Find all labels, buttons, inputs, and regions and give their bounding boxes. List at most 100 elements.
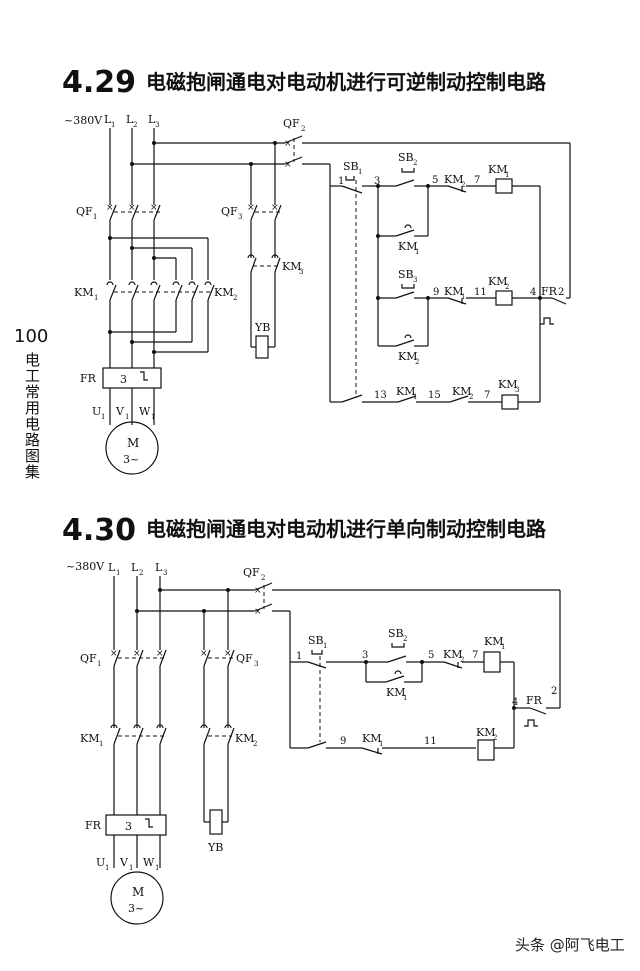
svg-text:2: 2 [253, 740, 257, 748]
svg-text:L: L [126, 113, 134, 126]
svg-text:KM: KM [444, 285, 463, 298]
svg-text:U: U [92, 405, 101, 418]
svg-text:KM: KM [498, 378, 517, 391]
svg-text:4: 4 [512, 697, 518, 708]
yb-brake-coil: YB [250, 318, 276, 359]
fr-thermal-relay: FR 3 [80, 367, 162, 389]
svg-text:YB: YB [207, 841, 223, 854]
svg-text:KM: KM [484, 635, 503, 648]
svg-text:×: × [224, 649, 232, 659]
svg-text:3~: 3~ [128, 902, 144, 915]
svg-text:1: 1 [97, 660, 101, 668]
svg-text:SB: SB [308, 634, 324, 647]
figure-title: 电磁抱闸通电对电动机进行可逆制动控制电路 [146, 70, 547, 94]
svg-text:5: 5 [428, 650, 434, 661]
svg-text:KM: KM [214, 286, 233, 299]
svg-text:FR: FR [85, 819, 102, 832]
svg-text:2: 2 [261, 574, 265, 582]
svg-text:2: 2 [505, 283, 509, 291]
svg-text:2: 2 [461, 181, 465, 189]
svg-text:L: L [155, 561, 163, 574]
qf2-breaker: QF 2 × × [283, 117, 570, 170]
svg-text:×: × [284, 160, 292, 170]
svg-text:1: 1 [129, 864, 133, 872]
figure-number: 4.30 [62, 513, 136, 548]
supply-label: ~380V [66, 560, 105, 573]
svg-text:1: 1 [505, 171, 509, 179]
svg-text:1: 1 [379, 740, 383, 748]
svg-text:W: W [143, 856, 155, 869]
svg-text:SB: SB [398, 151, 414, 164]
svg-text:9: 9 [433, 287, 439, 298]
svg-text:U: U [96, 856, 105, 869]
svg-text:×: × [150, 203, 158, 213]
svg-text:7: 7 [474, 175, 480, 186]
svg-text:3: 3 [125, 820, 132, 833]
svg-text:2: 2 [133, 121, 137, 129]
svg-text:KM: KM [452, 385, 471, 398]
svg-text:W: W [139, 405, 151, 418]
svg-text:2: 2 [403, 635, 407, 643]
svg-text:×: × [200, 649, 208, 659]
svg-text:L: L [131, 561, 139, 574]
book-side-title: 电工常用电路图集 [23, 352, 41, 480]
control-taps [135, 588, 255, 650]
page-number: 100 [14, 326, 49, 347]
control-taps [130, 141, 285, 205]
supply-label: ~380V [64, 114, 103, 127]
svg-text:×: × [106, 203, 114, 213]
svg-text:2: 2 [413, 159, 417, 167]
svg-text:3: 3 [254, 660, 258, 668]
svg-text:KM: KM [386, 686, 405, 699]
svg-text:2: 2 [558, 287, 564, 298]
svg-text:KM: KM [488, 275, 507, 288]
svg-text:1: 1 [501, 643, 505, 651]
yb-brake-coil: YB [204, 809, 228, 854]
svg-text:1: 1 [323, 642, 327, 650]
svg-text:KM: KM [443, 648, 462, 661]
svg-text:1: 1 [151, 413, 155, 421]
svg-text:YB: YB [254, 321, 270, 334]
svg-text:1: 1 [461, 293, 465, 301]
svg-text:M: M [127, 436, 139, 450]
svg-text:L: L [108, 561, 116, 574]
svg-text:1: 1 [101, 413, 105, 421]
svg-text:3: 3 [299, 268, 303, 276]
svg-text:KM: KM [362, 732, 381, 745]
svg-text:KM: KM [488, 163, 507, 176]
svg-text:×: × [156, 649, 164, 659]
svg-text:×: × [284, 139, 292, 149]
svg-text:KM: KM [80, 732, 99, 745]
svg-text:3: 3 [362, 650, 368, 661]
svg-text:3: 3 [155, 121, 159, 129]
svg-text:13: 13 [374, 390, 387, 401]
svg-text:2: 2 [551, 686, 557, 697]
svg-text:1: 1 [116, 569, 120, 577]
svg-text:×: × [247, 203, 255, 213]
svg-text:1: 1 [358, 168, 362, 176]
svg-text:QF: QF [283, 117, 300, 130]
svg-text:1: 1 [338, 176, 344, 187]
svg-text:2: 2 [139, 569, 143, 577]
svg-text:KM: KM [398, 240, 417, 253]
svg-text:FR: FR [80, 372, 97, 385]
svg-text:QF: QF [243, 566, 260, 579]
fr-thermal-relay: FR 3 [85, 814, 167, 836]
svg-text:3: 3 [413, 276, 417, 284]
watermark: 头条 @阿飞电工 [515, 936, 625, 954]
svg-text:L: L [104, 113, 112, 126]
svg-text:SB: SB [343, 160, 359, 173]
svg-text:3: 3 [238, 213, 242, 221]
svg-text:KM: KM [444, 173, 463, 186]
figure-title: 电磁抱闸通电对电动机进行单向制动控制电路 [146, 517, 547, 541]
svg-text:1: 1 [155, 864, 159, 872]
